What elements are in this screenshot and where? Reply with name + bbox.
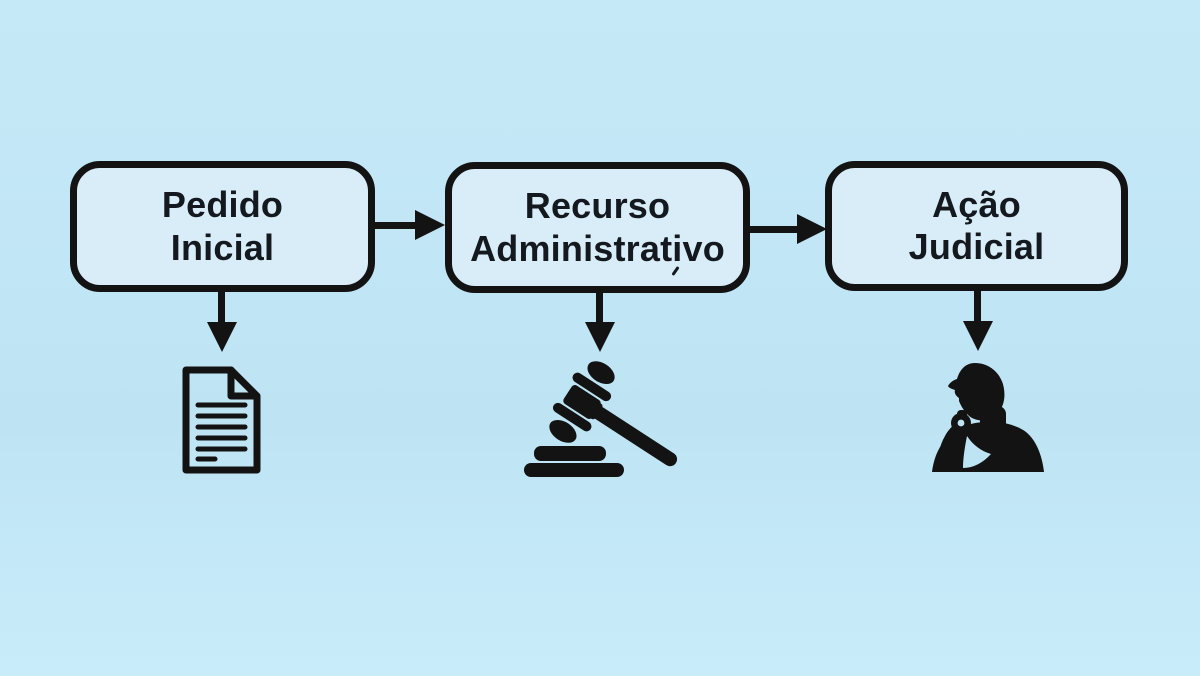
arrow-right-1-head <box>415 210 445 240</box>
node-label-line: Pedido <box>161 184 284 226</box>
node-label-line: Judicial <box>908 226 1045 267</box>
arrow-down-1-shaft <box>218 291 225 325</box>
arrow-down-2-shaft <box>596 292 603 325</box>
gavel-icon <box>524 361 678 477</box>
thinking-person-icon <box>932 363 1044 472</box>
document-icon <box>182 366 261 474</box>
arrow-right-2-shaft <box>747 226 799 233</box>
node-pedido-inicial: Pedido Inicial <box>70 161 375 292</box>
arrow-down-3-head <box>963 321 993 351</box>
node-acao-judicial: Ação Judicial <box>825 161 1128 291</box>
node-label-line: Ação <box>932 183 1021 225</box>
node-label-line: Inicial <box>170 226 275 268</box>
arrow-right-2-head <box>797 214 827 244</box>
node-label-line: Recurso <box>524 185 671 227</box>
arrow-down-3-shaft <box>974 289 981 323</box>
node-recurso-administrativo: Recurso Administrativo <box>445 162 750 293</box>
node-label-line: Administrativo <box>470 227 725 269</box>
arrow-down-2-head <box>585 322 615 352</box>
arrow-right-1-shaft <box>372 222 418 229</box>
arrow-down-1-head <box>207 322 237 352</box>
